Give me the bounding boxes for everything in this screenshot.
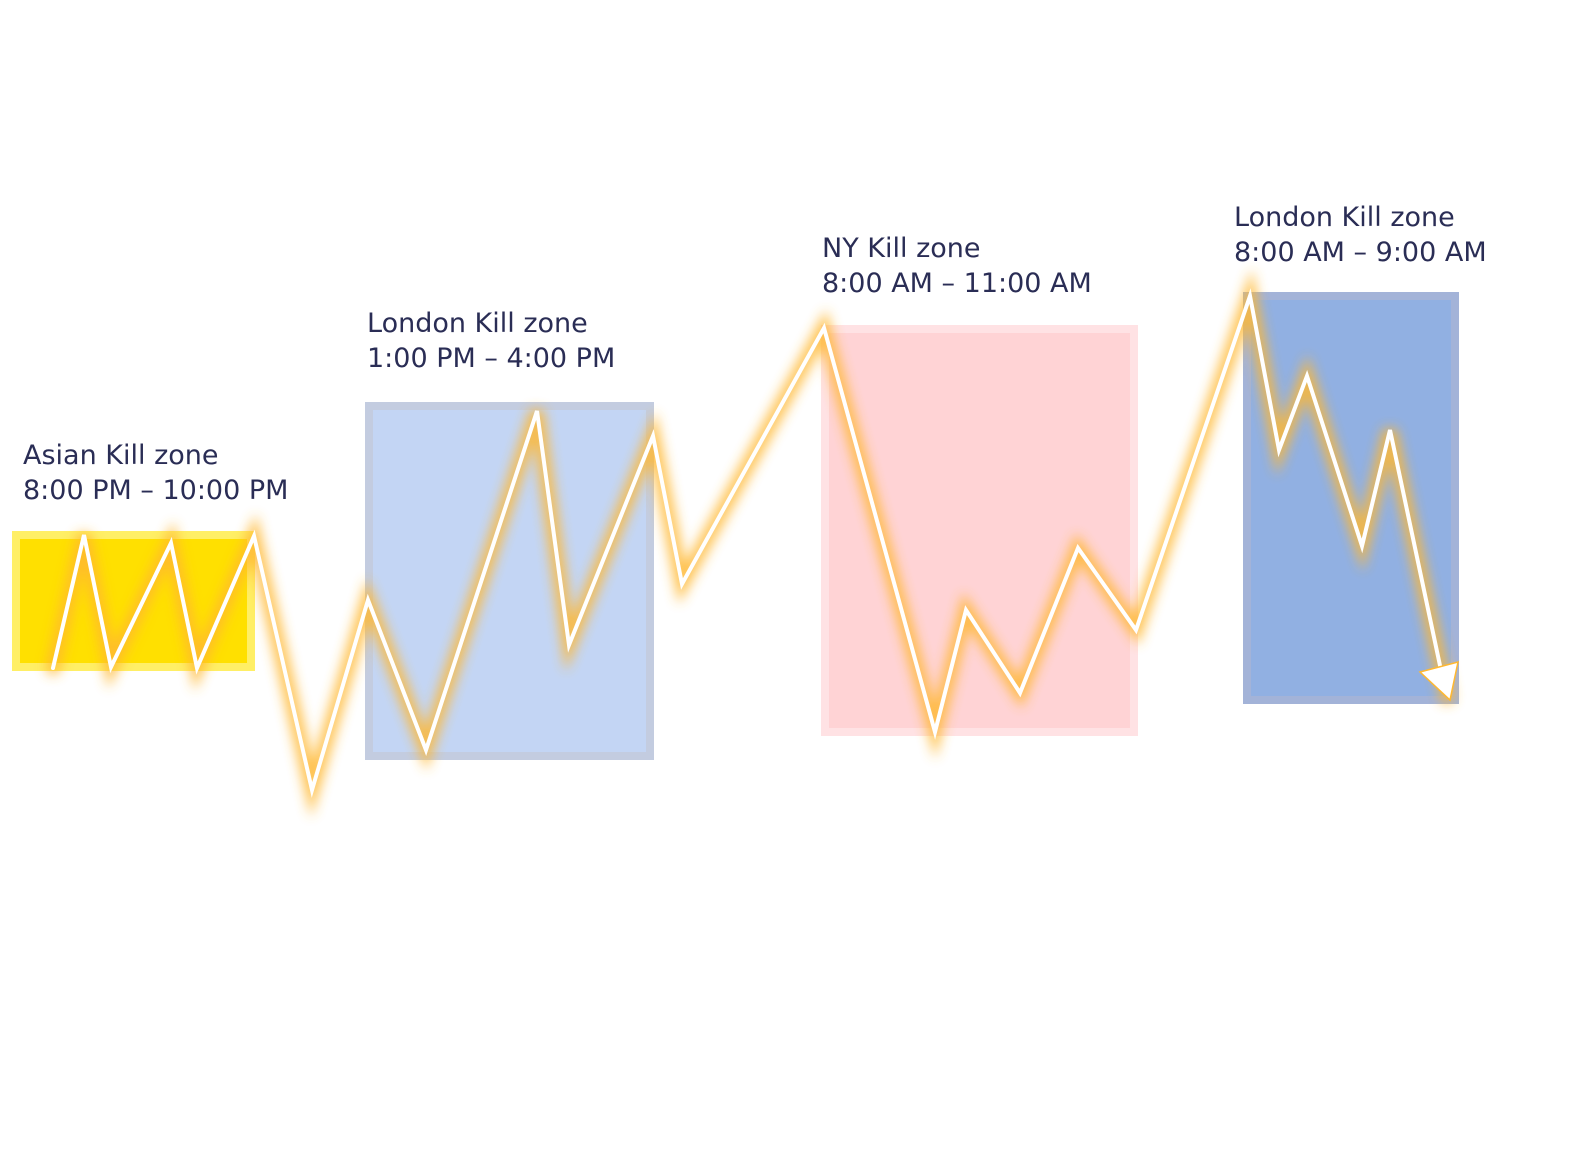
asian-zone-time: 8:00 PM – 10:00 PM <box>23 475 289 506</box>
london-zone-time: 1:00 PM – 4:00 PM <box>367 343 616 374</box>
ny-zone-box <box>821 325 1138 736</box>
london2-zone-label: London Kill zone 8:00 AM – 9:00 AM <box>1234 200 1487 270</box>
ny-zone-label: NY Kill zone 8:00 AM – 11:00 AM <box>822 231 1092 301</box>
london-zone-name: London Kill zone <box>367 308 588 339</box>
london2-zone-name: London Kill zone <box>1234 202 1455 233</box>
asian-zone-name: Asian Kill zone <box>23 440 219 471</box>
price-path <box>51 288 1444 798</box>
ny-zone-name: NY Kill zone <box>822 233 981 264</box>
ny-zone-time: 8:00 AM – 11:00 AM <box>822 268 1092 299</box>
asian-zone-label: Asian Kill zone 8:00 PM – 10:00 PM <box>23 438 288 508</box>
london-zone-label: London Kill zone 1:00 PM – 4:00 PM <box>367 306 615 376</box>
price-path-glow <box>46 268 1454 818</box>
arrow-down-right-icon <box>1418 660 1459 702</box>
london2-zone-time: 8:00 AM – 9:00 AM <box>1234 237 1487 268</box>
london-zone-box <box>365 402 654 760</box>
